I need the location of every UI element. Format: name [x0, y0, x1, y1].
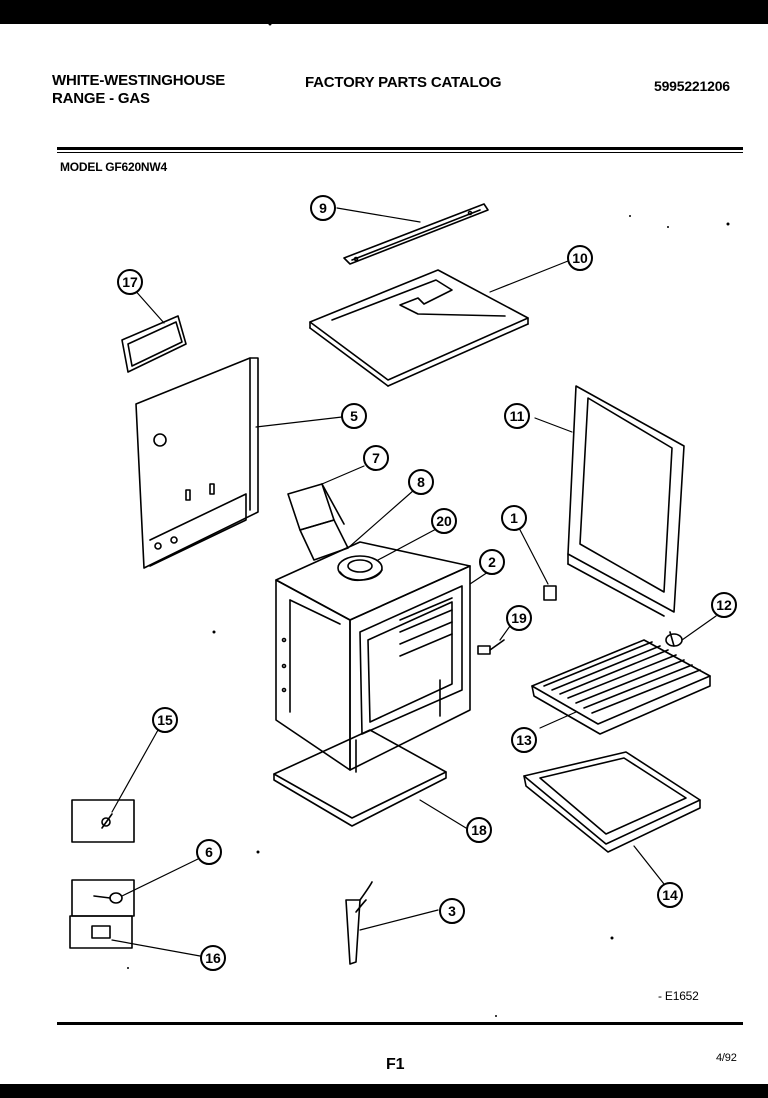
callout-10: 10: [572, 250, 588, 266]
callout-6: 6: [205, 844, 213, 860]
page-number: F1: [386, 1056, 405, 1073]
part-top-panel: [309, 260, 569, 387]
part-rear-strip: [336, 203, 489, 265]
header-rule-thin: [57, 152, 743, 153]
callout-20: 20: [436, 513, 452, 529]
bottom-scan-border: [0, 1084, 768, 1098]
product-title: RANGE - GAS: [52, 90, 150, 107]
brand-title: WHITE-WESTINGHOUSE: [52, 72, 226, 89]
part-bottom-panel: [273, 729, 467, 829]
callout-1: 1: [510, 510, 518, 526]
callout-7: 7: [372, 450, 380, 466]
callout-9: 9: [319, 200, 327, 216]
part-oven-body: [275, 541, 495, 773]
part-clip: [517, 525, 557, 601]
part-knob: [665, 615, 717, 647]
callout-13: 13: [516, 732, 532, 748]
callout-14: 14: [662, 887, 678, 903]
model-label: MODEL GF620NW4: [60, 160, 167, 174]
part-igniter-plate: [71, 857, 201, 917]
part-burner-bracket: [287, 465, 415, 561]
callout-15: 15: [157, 712, 173, 728]
part-oven-rack: [531, 639, 711, 735]
callout-12: 12: [716, 597, 732, 613]
callout-2: 2: [488, 554, 496, 570]
diagram-code: - E1652: [658, 989, 699, 1003]
catalog-title: FACTORY PARTS CATALOG: [305, 74, 502, 91]
part-door-frame: [534, 385, 685, 617]
callout-11: 11: [510, 408, 525, 424]
part-burner: [337, 527, 439, 582]
part-broiler-pan: [523, 751, 701, 885]
part-rear-panel: [135, 357, 343, 569]
callout-18: 18: [471, 822, 487, 838]
callout-17: 17: [122, 274, 138, 290]
part-thermostat-bulb: [345, 881, 439, 965]
header-rule-thick: [57, 147, 743, 150]
catalog-number: 5995221206: [654, 78, 730, 94]
part-bracket-15: [71, 729, 159, 843]
part-bracket-16: [69, 915, 201, 957]
top-scan-border: [0, 0, 768, 24]
callout-16: 16: [205, 950, 221, 966]
callout-19: 19: [511, 610, 527, 626]
scan-specks: [127, 19, 730, 1017]
part-screw: [477, 625, 511, 655]
footer-rule: [57, 1022, 743, 1025]
part-small-panel: [121, 287, 187, 373]
callout-5: 5: [350, 408, 358, 424]
callout-3: 3: [448, 903, 456, 919]
callout-8: 8: [417, 474, 425, 490]
revision-date: 4/92: [716, 1052, 737, 1064]
